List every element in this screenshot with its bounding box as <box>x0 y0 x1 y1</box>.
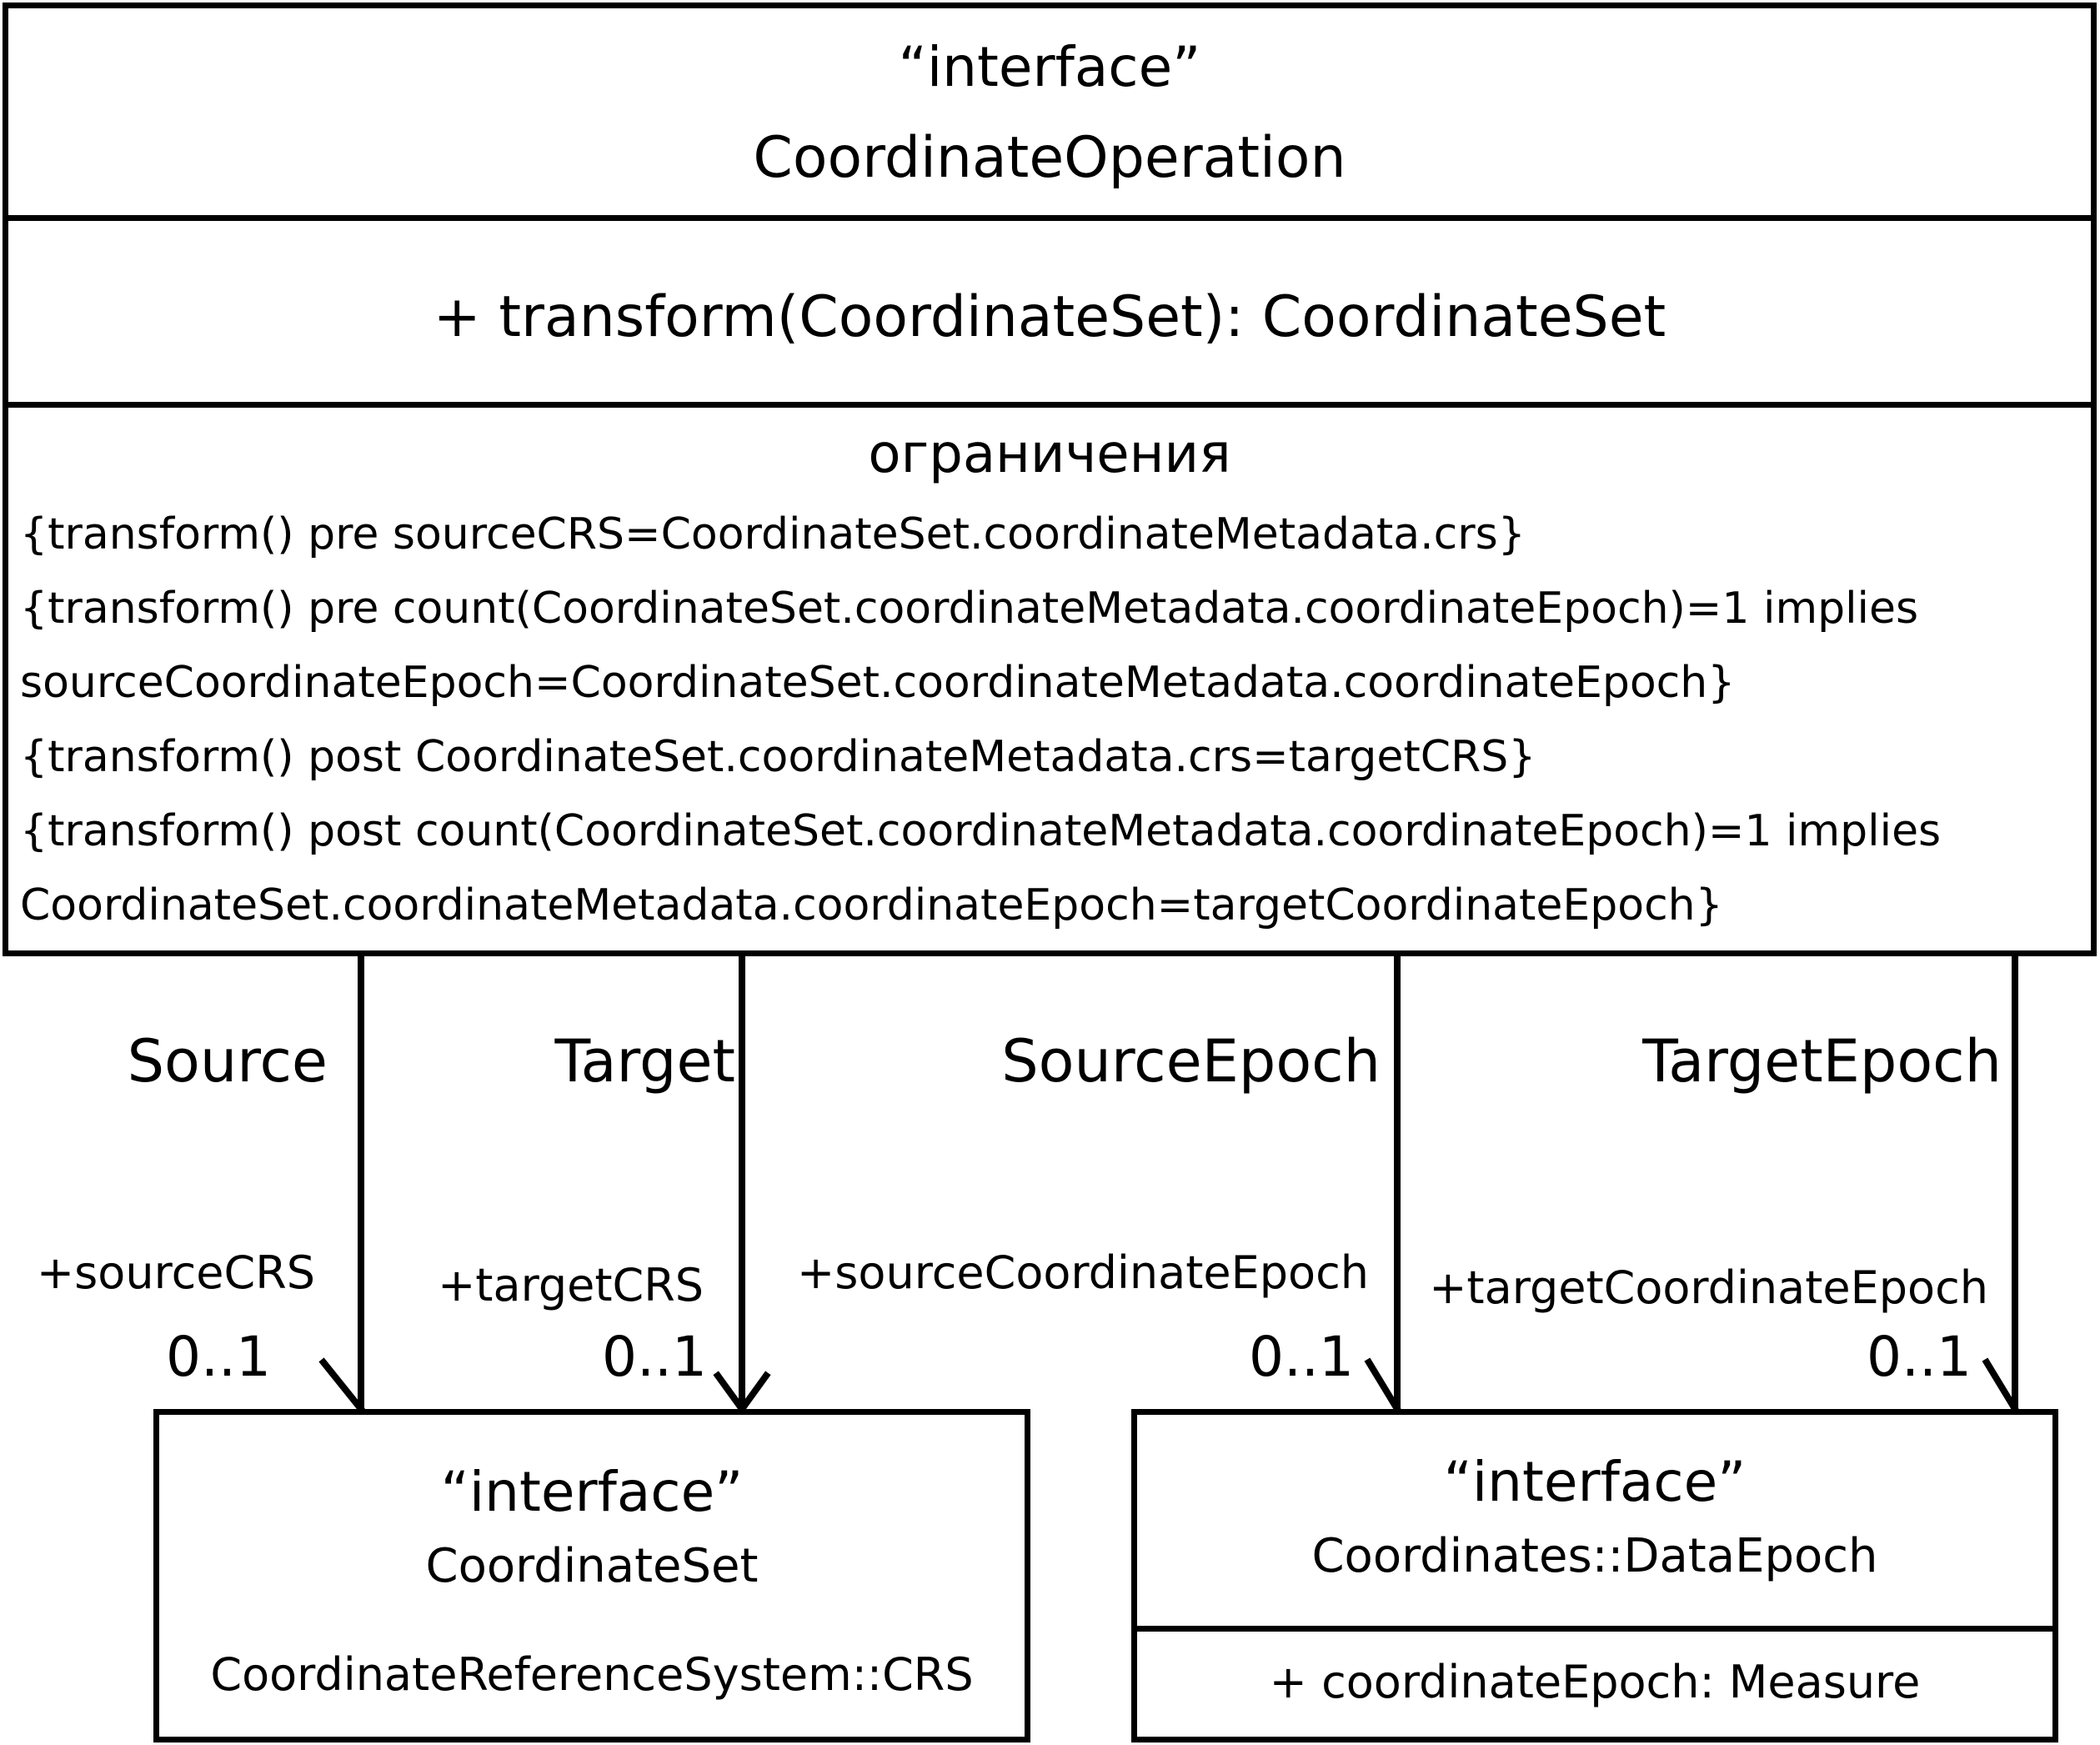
source-arrowhead-icon <box>318 1357 366 1414</box>
coordinate-operation-name: CoordinateOperation <box>753 125 1346 191</box>
transform-operation: + transform(CoordinateSet): CoordinateSe… <box>433 284 1666 350</box>
constraint-line: {transform() post CoordinateSet.coordina… <box>20 732 1536 782</box>
coordinate-set-attribute: CoordinateReferenceSystem::CRS <box>210 1648 974 1701</box>
target-association-name: Target <box>554 1027 735 1096</box>
constraint-line: {transform() pre sourceCRS=CoordinateSet… <box>20 509 1526 559</box>
target-epoch-role: +targetCoordinateEpoch <box>1429 1261 1988 1314</box>
data-epoch-class: “interface” Coordinates::DataEpoch + coo… <box>1131 1409 2058 1742</box>
coordinate-operation-constraints: ограничения {transform() pre sourceCRS=C… <box>8 402 2091 950</box>
coordinate-operation-class: “interface” CoordinateOperation + transf… <box>3 3 2097 956</box>
coordinate-set-stereotype: “interface” <box>440 1460 744 1524</box>
target-epoch-multiplicity: 0..1 <box>1867 1325 1972 1389</box>
target-epoch-arrowhead-icon <box>1982 1357 2020 1414</box>
source-association-name: Source <box>127 1027 328 1096</box>
source-epoch-multiplicity: 0..1 <box>1249 1325 1354 1389</box>
data-epoch-name: Coordinates::DataEpoch <box>1311 1529 1878 1583</box>
coordinate-operation-header: “interface” CoordinateOperation <box>8 8 2091 215</box>
coordinate-operation-operations: + transform(CoordinateSet): CoordinateSe… <box>8 215 2091 402</box>
data-epoch-attributes: + coordinateEpoch: Measure <box>1137 1626 2052 1737</box>
constraint-line: {transform() pre count(CoordinateSet.coo… <box>20 584 1919 634</box>
source-role: +sourceCRS <box>36 1246 315 1299</box>
data-epoch-stereotype: “interface” <box>1443 1450 1747 1514</box>
constraint-line: {transform() post count(CoordinateSet.co… <box>20 806 1942 856</box>
target-role: +targetCRS <box>438 1259 704 1311</box>
source-epoch-arrowhead-icon <box>1364 1357 1402 1414</box>
constraint-line: CoordinateSet.coordinateMetadata.coordin… <box>20 880 1723 930</box>
coordinate-operation-stereotype: “interface” <box>898 35 1201 99</box>
coordinate-set-name: CoordinateSet <box>425 1539 759 1593</box>
source-epoch-role: +sourceCoordinateEpoch <box>797 1246 1369 1299</box>
target-epoch-association-name: TargetEpoch <box>1642 1027 2002 1096</box>
source-epoch-association-name: SourceEpoch <box>1001 1027 1381 1096</box>
source-multiplicity: 0..1 <box>166 1325 271 1389</box>
data-epoch-attribute: + coordinateEpoch: Measure <box>1269 1656 1921 1708</box>
constraints-title: ограничения <box>868 424 1231 485</box>
target-multiplicity: 0..1 <box>602 1325 707 1389</box>
coordinate-set-class: “interface” CoordinateSet CoordinateRefe… <box>153 1409 1030 1742</box>
data-epoch-header: “interface” Coordinates::DataEpoch <box>1137 1415 2052 1626</box>
constraint-line: sourceCoordinateEpoch=CoordinateSet.coor… <box>20 658 1736 708</box>
